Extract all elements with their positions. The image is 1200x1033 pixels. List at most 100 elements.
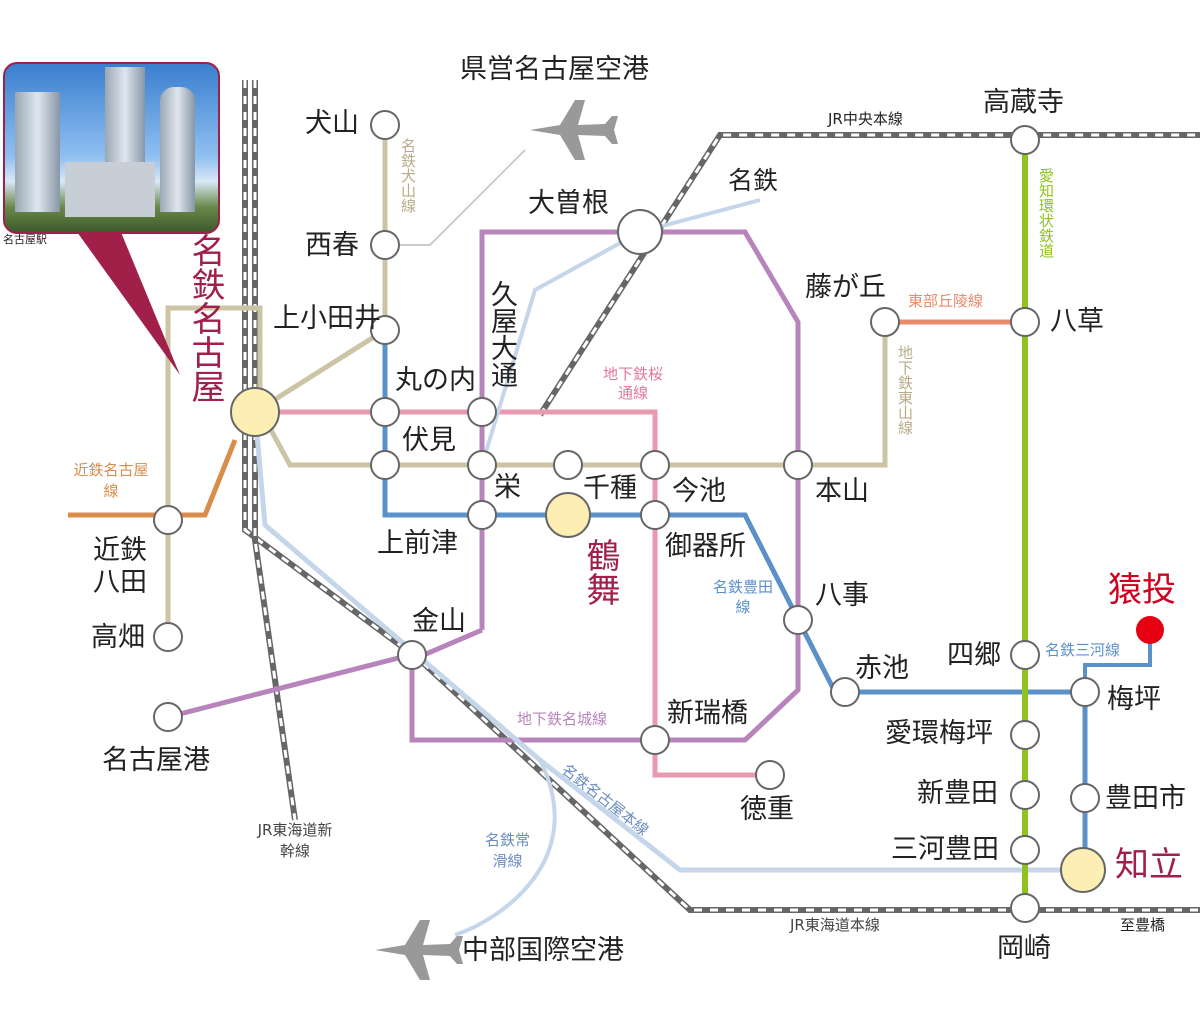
line-label-meitetsu: 名鉄	[728, 166, 779, 195]
airport-prefectural: 県営名古屋空港	[460, 54, 649, 85]
station-fushimi[interactable]	[370, 450, 400, 480]
station-arahata[interactable]	[640, 725, 670, 755]
station-kintetsu-hatta[interactable]	[153, 505, 183, 535]
jr-chuo-line	[537, 132, 1200, 417]
station-mikawa-toyota[interactable]	[1010, 835, 1040, 865]
station-sanage[interactable]	[1136, 616, 1164, 644]
station-tsurumai[interactable]	[545, 492, 591, 538]
station-chiryu[interactable]	[1060, 847, 1106, 893]
label-arahata: 新瑞橋	[667, 698, 748, 729]
station-okazaki[interactable]	[1010, 893, 1040, 923]
station-kanayama[interactable]	[397, 640, 427, 670]
photo-caption: 名古屋駅	[3, 233, 47, 246]
line-label-meijo: 地下鉄名城線	[517, 710, 608, 728]
label-gokiso: 御器所	[665, 531, 746, 562]
label-toyotashi: 豊田市	[1105, 783, 1186, 814]
line-label-higashiyama: 地下鉄東山線	[896, 345, 914, 435]
label-tokushige: 徳重	[740, 794, 794, 825]
label-motoyama: 本山	[815, 476, 869, 507]
major-stations	[230, 387, 1106, 893]
label-marunouchi: 丸の内	[395, 365, 476, 396]
line-label-mikawa: 名鉄三河線	[1045, 641, 1121, 659]
line-label-jr-chuo: JR中央本線	[828, 110, 903, 128]
meijo-line	[409, 229, 801, 743]
label-fushimi: 伏見	[402, 425, 456, 456]
label-kozoji: 高蔵寺	[983, 87, 1064, 118]
kintetsu-line	[68, 439, 238, 518]
station-ozone[interactable]	[617, 209, 663, 255]
station-tokushige[interactable]	[755, 760, 785, 790]
meiko-line	[167, 652, 411, 720]
meitetsu-seto-line	[480, 198, 761, 466]
station-toyotashi[interactable]	[1070, 783, 1100, 813]
station-meitetsu-nagoya[interactable]	[230, 387, 280, 437]
line-label-aichi-kanjo: 愛知環状鉄道	[1037, 168, 1055, 258]
line-label-to-toyohashi: 至豊橋	[1120, 916, 1166, 934]
station-chikusa[interactable]	[553, 450, 583, 480]
airplane-icon	[375, 920, 463, 980]
station-takabata[interactable]	[153, 622, 183, 652]
label-okazaki: 岡崎	[997, 933, 1051, 964]
station-sakae[interactable]	[467, 450, 497, 480]
label-ozone: 大曽根	[528, 188, 609, 219]
station-motoyama[interactable]	[783, 450, 813, 480]
station-umetsubo[interactable]	[1070, 677, 1100, 707]
label-aikan-umetsubo: 愛環梅坪	[885, 718, 993, 749]
label-kamiotai: 上小田井	[273, 303, 381, 334]
station-aikan-umetsubo[interactable]	[1010, 720, 1040, 750]
label-sakae: 栄	[494, 472, 521, 503]
station-inuyama[interactable]	[370, 110, 400, 140]
label-hisaya-odori: 久屋大通	[486, 280, 517, 388]
label-sanage: 猿投	[1108, 570, 1176, 610]
label-shintoyota: 新豊田	[917, 778, 998, 809]
line-label-shinkansen: JR東海道新幹線	[257, 821, 333, 860]
label-takabata: 高畑	[91, 622, 145, 653]
tokoname-line	[454, 759, 557, 937]
label-kintetsu-hatta: 近鉄八田	[93, 535, 147, 599]
label-imaike: 今池	[672, 476, 726, 507]
stations	[153, 110, 1100, 923]
line-label-jr-tokaido: JR東海道本線	[790, 916, 880, 934]
line-label-sakuradori: 地下鉄桜通線	[603, 365, 664, 402]
label-nishiharu: 西春	[305, 230, 359, 261]
label-akaike: 赤池	[855, 653, 909, 684]
station-shigo[interactable]	[1010, 640, 1040, 670]
station-kamiotai[interactable]	[370, 315, 400, 345]
station-nagoyako[interactable]	[153, 702, 183, 732]
line-label-inuyama: 名鉄犬山線	[399, 138, 417, 213]
airport-centrair: 中部国際空港	[462, 935, 624, 966]
label-kanayama: 金山	[412, 606, 466, 637]
station-yakusa[interactable]	[1010, 307, 1040, 337]
station-marunouchi[interactable]	[370, 397, 400, 427]
label-yagoto: 八事	[815, 580, 869, 611]
shinkansen-line	[252, 80, 298, 821]
station-kamimaezu[interactable]	[467, 500, 497, 530]
station-kozoji[interactable]	[1010, 125, 1040, 155]
line-label-kintetsu: 近鉄名古屋線	[73, 461, 149, 500]
station-shintoyota[interactable]	[1010, 780, 1040, 810]
airport-link-line	[400, 149, 526, 246]
line-label-toyota: 名鉄豊田線	[713, 578, 774, 616]
station-imaike[interactable]	[640, 450, 670, 480]
nagoya-station-photo	[3, 62, 220, 234]
label-yakusa: 八草	[1050, 306, 1104, 337]
line-label-tobu-kyuryo: 東部丘陵線	[908, 292, 984, 310]
line-label-tokoname: 名鉄常滑線	[485, 831, 531, 870]
station-akaike[interactable]	[830, 677, 860, 707]
label-chiryu: 知立	[1115, 845, 1183, 885]
station-nishiharu[interactable]	[370, 230, 400, 260]
label-tsurumai: 鶴舞	[580, 538, 620, 606]
station-yagoto[interactable]	[783, 605, 813, 635]
sakuradori-line	[255, 409, 770, 778]
station-gokiso[interactable]	[640, 500, 670, 530]
airplane-icon	[530, 100, 618, 160]
label-umetsubo: 梅坪	[1107, 684, 1161, 715]
station-fujigaoka[interactable]	[870, 307, 900, 337]
label-kamimaezu: 上前津	[377, 528, 458, 559]
label-inuyama: 犬山	[305, 108, 359, 139]
label-mikawa-toyota: 三河豊田	[891, 834, 999, 865]
label-fujigaoka: 藤が丘	[805, 272, 886, 303]
station-hisaya-odori[interactable]	[467, 397, 497, 427]
label-shigo: 四郷	[947, 640, 1001, 671]
